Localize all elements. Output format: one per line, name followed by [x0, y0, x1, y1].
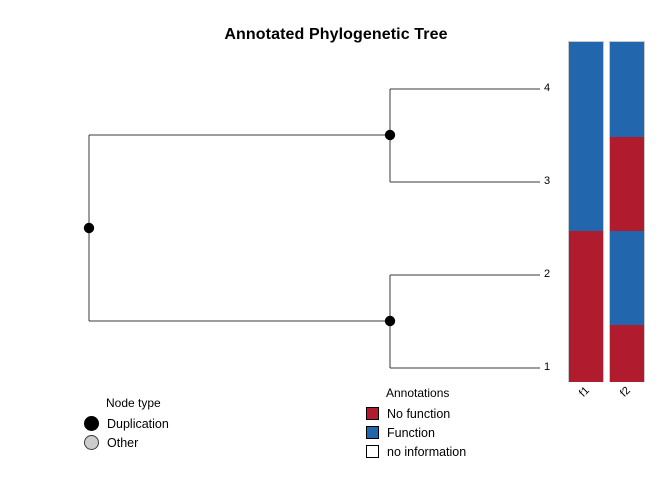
legend-item-label: Function: [387, 425, 435, 440]
duplication-marker-icon: [84, 416, 99, 431]
legend-node-type: Node type Duplication Other: [84, 396, 169, 452]
legend-item-label: Duplication: [107, 416, 169, 431]
page-title: Annotated Phylogenetic Tree: [224, 26, 448, 43]
legend-annotations: Annotations No function Function no info…: [366, 386, 466, 461]
function-swatch-icon: [366, 426, 379, 439]
heatmap-cell-f2-1[interactable]: [610, 325, 644, 382]
tip-label-2: 2: [544, 268, 551, 280]
heatmap-cell-f1-2[interactable]: [569, 231, 603, 325]
legend-item-label: No function: [387, 406, 451, 421]
legend-annotations-title: Annotations: [386, 386, 450, 400]
heatmap-column-f2: [609, 41, 645, 382]
tip-label-1: 1: [544, 361, 551, 373]
no-function-swatch-icon: [366, 407, 379, 420]
heatmap-cell-f1-3[interactable]: [569, 137, 603, 231]
no-information-swatch-icon: [366, 445, 379, 458]
legend-item-other[interactable]: Other: [84, 433, 169, 452]
tip-label-4: 4: [544, 82, 551, 94]
heatmap-cell-f1-1[interactable]: [569, 325, 603, 382]
heatmap-cell-f1-4[interactable]: [569, 42, 603, 137]
tree-branches: [88, 88, 540, 369]
legend-item-no-function[interactable]: No function: [366, 404, 466, 423]
legend-item-function[interactable]: Function: [366, 423, 466, 442]
tree-node-root[interactable]: [83, 222, 95, 234]
tree-node-lower-clade[interactable]: [384, 315, 396, 327]
tree-node-markers: [83, 129, 396, 327]
legend-item-label: Other: [107, 435, 139, 450]
legend-node-type-title: Node type: [106, 396, 161, 410]
tip-label-3: 3: [544, 175, 551, 187]
heatmap-cell-f2-4[interactable]: [610, 42, 644, 137]
heatmap-cell-f2-2[interactable]: [610, 231, 644, 325]
legend-item-duplication[interactable]: Duplication: [84, 414, 169, 433]
heatmap-column-f1: [568, 41, 604, 382]
other-marker-icon: [84, 435, 99, 450]
legend-item-label: no information: [387, 444, 467, 459]
heatmap-cell-f2-3[interactable]: [610, 137, 644, 231]
tree-node-upper-clade[interactable]: [384, 129, 396, 141]
legend-item-no-information[interactable]: no information: [366, 442, 466, 461]
